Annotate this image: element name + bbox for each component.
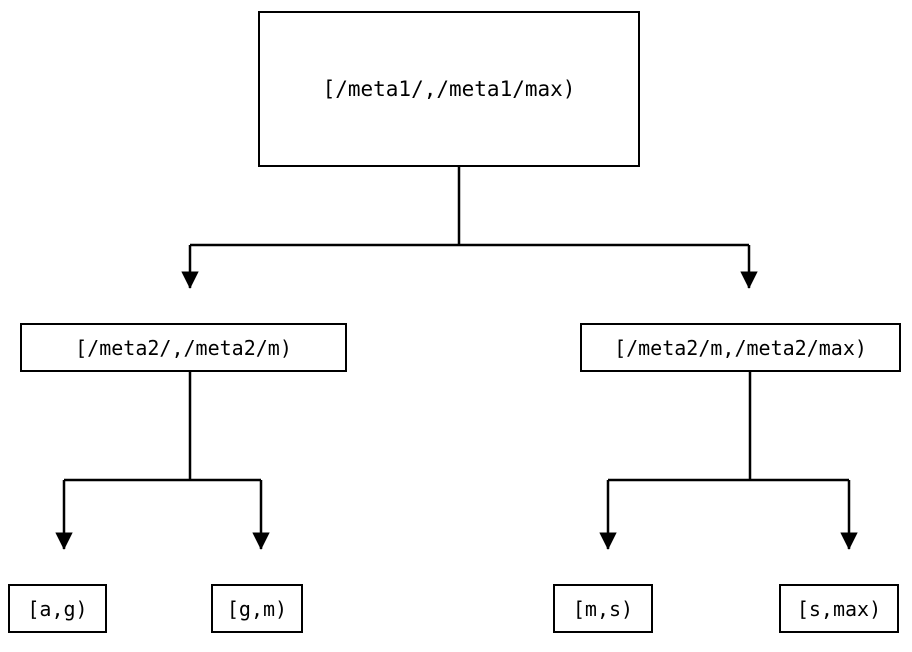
tree-node-leaf-a-g[interactable]: [a,g) xyxy=(8,584,107,633)
tree-node-leaf-g-m-label: [g,m) xyxy=(226,596,288,621)
tree-node-leaf-s-max[interactable]: [s,max) xyxy=(779,584,899,633)
tree-node-leaf-s-max-label: [s,max) xyxy=(796,596,882,621)
tree-node-leaf-g-m[interactable]: [g,m) xyxy=(211,584,303,633)
tree-node-mid-left-label: [/meta2/,/meta2/m) xyxy=(75,335,292,360)
tree-node-root[interactable]: [/meta1/,/meta1/max) xyxy=(258,11,640,167)
tree-node-leaf-m-s[interactable]: [m,s) xyxy=(553,584,653,633)
tree-node-mid-right[interactable]: [/meta2/m,/meta2/max) xyxy=(580,323,901,372)
tree-node-leaf-m-s-label: [m,s) xyxy=(572,596,634,621)
tree-node-mid-right-label: [/meta2/m,/meta2/max) xyxy=(614,335,867,360)
tree-node-root-label: [/meta1/,/meta1/max) xyxy=(322,76,576,101)
tree-node-leaf-a-g-label: [a,g) xyxy=(27,596,88,621)
tree-node-mid-left[interactable]: [/meta2/,/meta2/m) xyxy=(20,323,347,372)
